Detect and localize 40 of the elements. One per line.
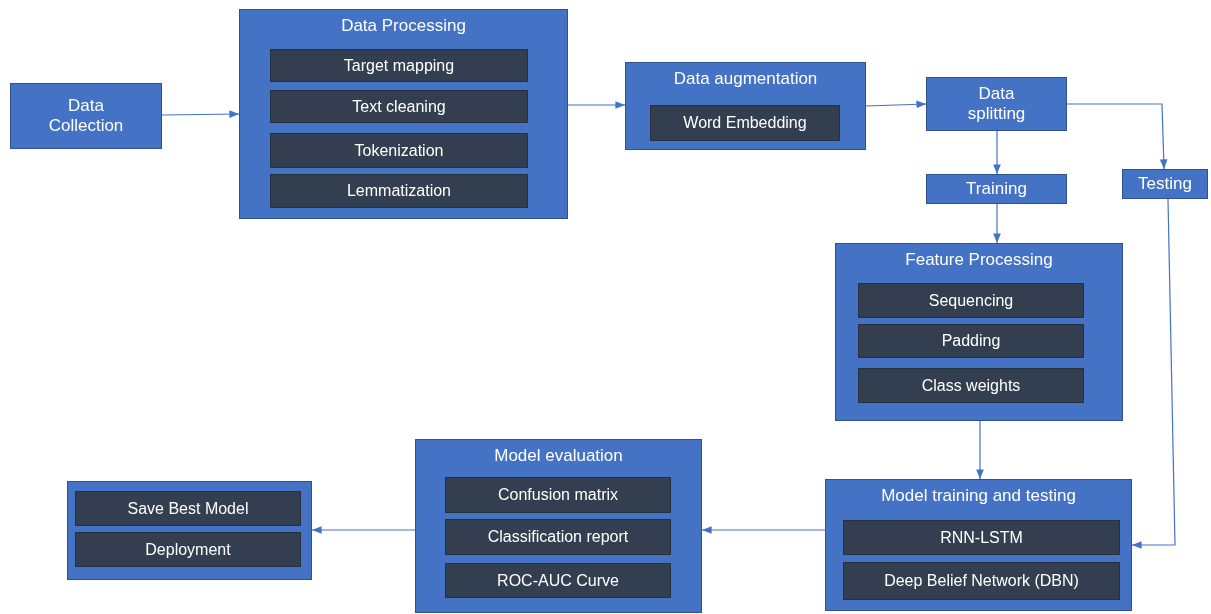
arrow <box>1131 198 1176 549</box>
process-box: Data splitting <box>926 77 1067 131</box>
step-box: Deep Belief Network (DBN) <box>843 562 1120 600</box>
step-box: RNN-LSTM <box>843 520 1120 555</box>
process-box: Testing <box>1122 169 1208 199</box>
step-box: Save Best Model <box>75 491 301 526</box>
container-box <box>67 481 312 580</box>
step-box: Padding <box>858 324 1084 358</box>
step-box: ROC-AUC Curve <box>445 563 671 598</box>
step-box: Confusion matrix <box>445 477 671 513</box>
arrow <box>701 526 826 534</box>
arrow <box>161 110 240 118</box>
group-box <box>835 243 1123 421</box>
step-box: Text cleaning <box>270 90 528 123</box>
step-box: Class weights <box>858 368 1084 403</box>
step-box: Deployment <box>75 532 301 567</box>
group-heading: Data augmentation <box>672 69 819 89</box>
step-box: Word Embedding <box>650 105 840 141</box>
arrow <box>865 100 927 109</box>
arrow <box>993 203 1001 244</box>
arrow <box>976 420 984 480</box>
group-heading: Model training and testing <box>880 486 1077 506</box>
step-box: Target mapping <box>270 49 528 82</box>
step-box: Tokenization <box>270 133 528 168</box>
arrow <box>567 101 626 109</box>
step-box: Sequencing <box>858 283 1084 318</box>
group-heading: Model evaluation <box>493 446 624 466</box>
group-box <box>625 62 866 150</box>
group-box <box>415 439 702 613</box>
arrow <box>311 526 416 534</box>
process-box: Training <box>926 174 1067 204</box>
group-heading: Feature Processing <box>904 250 1054 270</box>
group-box <box>825 479 1132 611</box>
group-box <box>239 9 568 219</box>
step-box: Lemmatization <box>270 174 528 208</box>
process-box: Data Collection <box>10 83 162 149</box>
step-box: Classification report <box>445 519 671 555</box>
arrow <box>1066 103 1168 170</box>
arrow <box>993 130 1001 175</box>
group-heading: Data Processing <box>340 16 467 36</box>
